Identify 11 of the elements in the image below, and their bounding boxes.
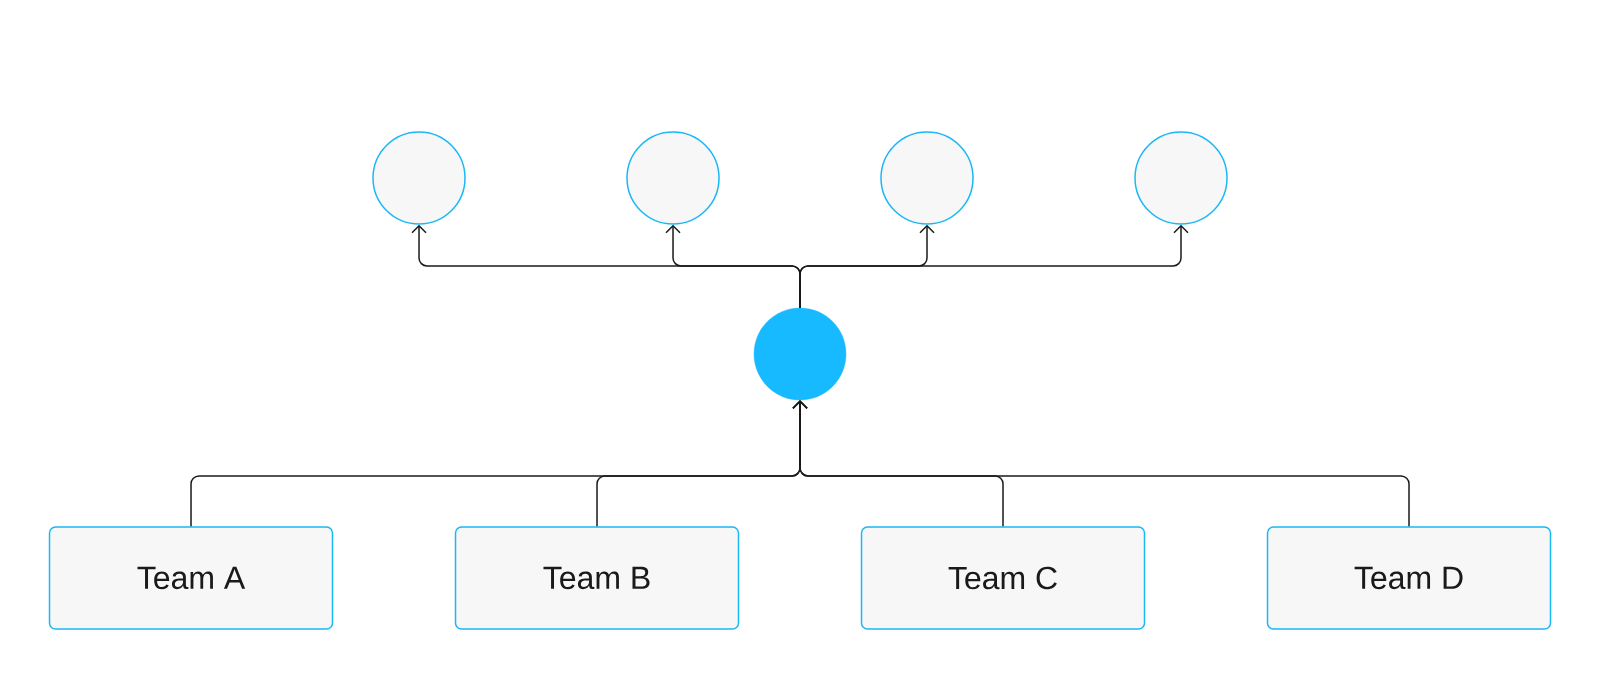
team-box: Team A (48, 526, 334, 630)
empty-circle (626, 131, 720, 225)
team-box: Team D (1266, 526, 1552, 630)
team-box: Team C (860, 526, 1146, 630)
empty-circle (880, 131, 974, 225)
hub-circle (753, 307, 847, 401)
empty-circle (1134, 131, 1228, 225)
connector-arrow (792, 400, 1410, 527)
empty-circle (372, 131, 466, 225)
connector-arrow (799, 224, 1189, 309)
team-box: Team B (454, 526, 740, 630)
